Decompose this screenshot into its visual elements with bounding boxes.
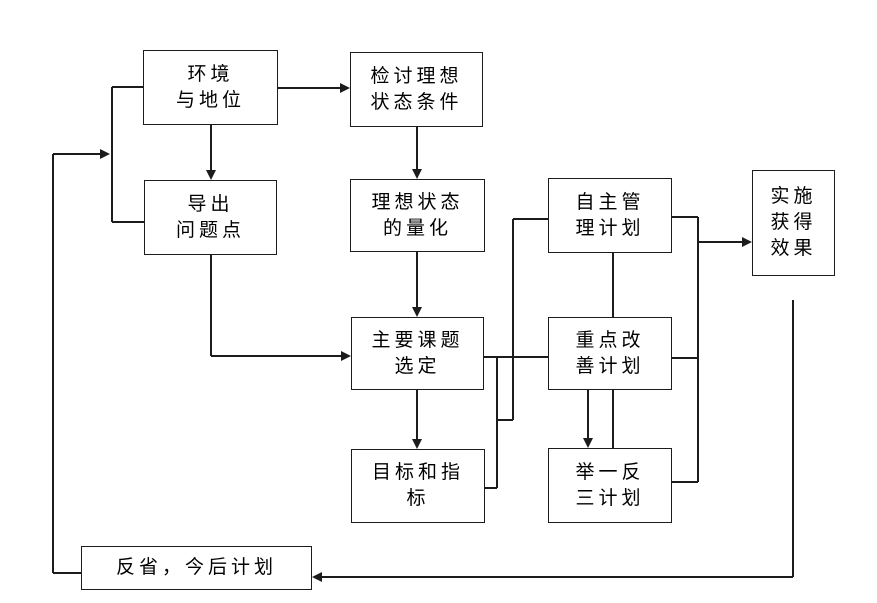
edge-environment-derive-left-link-segment: [112, 221, 144, 223]
flow-box-quantify-ideal-state: 理想状态的量化: [350, 179, 485, 252]
edge-plans-right-bus-segment: [697, 217, 699, 482]
flow-box-label: 重点改: [575, 329, 645, 351]
edge-plans-right-bus-segment: [672, 357, 698, 359]
edge-main-topics-to-goals-arrowhead-icon: [412, 439, 422, 449]
flow-box-label: 反省，今后计划: [115, 557, 277, 578]
flow-box-reflection-future-plan: 反省，今后计划: [81, 546, 312, 590]
flow-box-label: 理想状态: [371, 191, 464, 213]
flow-box-label: 自主管: [575, 191, 645, 213]
edge-implementation-to-reflection-segment: [792, 300, 794, 577]
flow-box-label: 状态条件: [370, 91, 463, 113]
edge-bus-to-implementation-arrowhead-icon: [742, 237, 752, 247]
flow-box-derive-problem-points: 导出问题点: [144, 180, 277, 255]
edge-key-improvement-to-extrapolation-arrow-arrowhead-icon: [583, 438, 593, 448]
flow-box-extrapolation-plan: 举一反三计划: [548, 448, 672, 523]
edge-self-management-to-key-improvement-segment: [612, 253, 614, 317]
edge-environment-derive-left-link-segment: [112, 86, 143, 88]
flow-box-label: 环境: [187, 63, 234, 85]
edge-key-improvement-to-extrapolation-arrow-segment: [587, 390, 589, 439]
edge-plans-right-bus-segment: [672, 481, 698, 483]
flow-box-key-improvement-plan: 重点改善计划: [548, 317, 672, 390]
edge-review-to-quantify-arrowhead-icon: [412, 169, 422, 179]
edge-plans-right-bus-segment: [672, 216, 698, 218]
edge-goals-right-link-segment: [485, 487, 497, 489]
edge-derive-to-main-topics-segment: [210, 255, 212, 356]
edge-derive-to-main-topics-segment: [211, 355, 342, 357]
flow-box-goals-and-indicators: 目标和指标: [351, 449, 485, 523]
flow-box-label: 选定: [394, 355, 441, 377]
edge-main-topics-to-key-improvement-segment: [484, 356, 548, 358]
flow-box-select-main-topics: 主要课题选定: [351, 317, 484, 390]
edge-environment-derive-left-link-segment: [111, 87, 113, 222]
flow-box-label: 三计划: [575, 487, 645, 509]
edge-environment-to-review-segment: [278, 87, 341, 89]
flow-box-label: 的量化: [382, 217, 452, 239]
flow-box-label: 举一反: [575, 461, 645, 483]
edge-self-management-left-link-segment: [512, 219, 514, 420]
edge-self-management-left-link-segment: [513, 218, 548, 220]
edge-key-improvement-to-extrapolation-link-segment: [612, 390, 614, 448]
flow-box-self-management-plan: 自主管理计划: [548, 178, 672, 253]
edge-reflection-feedback-loop-arrowhead-icon: [100, 149, 110, 159]
edge-reflection-feedback-loop-segment: [53, 572, 81, 574]
edge-goals-right-link-segment: [496, 357, 498, 488]
flow-box-label: 与地位: [175, 89, 245, 111]
flow-box-label: 导出: [187, 193, 234, 215]
edge-goals-right-link-segment: [497, 419, 513, 421]
flow-box-label: 标: [406, 488, 430, 509]
edge-environment-to-derive-arrowhead-icon: [206, 170, 216, 180]
flow-box-label: 效果: [770, 238, 817, 259]
flow-box-label: 检讨理想: [370, 65, 463, 87]
flow-box-label: 主要课题: [371, 329, 464, 351]
edge-review-to-quantify-segment: [416, 127, 418, 170]
flow-box-review-ideal-conditions: 检讨理想状态条件: [350, 52, 483, 127]
edge-reflection-feedback-loop-segment: [52, 154, 54, 573]
edge-quantify-to-main-topics-arrowhead-icon: [412, 307, 422, 317]
flow-box-label: 目标和指: [371, 462, 464, 483]
edge-quantify-to-main-topics-segment: [416, 252, 418, 308]
flow-box-label: 理计划: [575, 217, 645, 239]
flow-box-implementation-results: 实施获得效果: [752, 170, 835, 276]
flow-box-label: 善计划: [575, 355, 645, 377]
flow-box-label: 获得: [770, 212, 817, 233]
edge-implementation-to-reflection-segment: [321, 576, 793, 578]
flow-box-label: 实施: [770, 186, 817, 207]
edge-reflection-feedback-loop-segment: [53, 153, 101, 155]
edge-derive-to-main-topics-arrowhead-icon: [341, 351, 351, 361]
flow-box-environment-position: 环境与地位: [143, 50, 278, 125]
edge-environment-to-review-arrowhead-icon: [340, 83, 350, 93]
edge-bus-to-implementation-segment: [698, 241, 743, 243]
flow-box-label: 问题点: [175, 219, 245, 241]
edge-implementation-to-reflection-arrowhead-icon: [312, 572, 322, 582]
edge-environment-to-derive-segment: [210, 125, 212, 171]
edge-main-topics-to-goals-segment: [416, 390, 418, 440]
